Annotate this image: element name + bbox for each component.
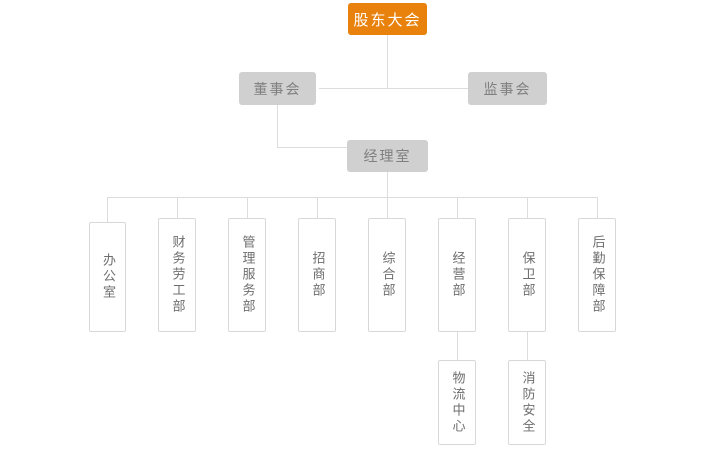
node-department-management-service[interactable]: 管理服务部 [228, 218, 266, 332]
node-department-general-affairs[interactable]: 综合部 [368, 218, 406, 332]
connector-drop-sub-2 [527, 332, 528, 360]
node-label: 招商部 [309, 251, 325, 299]
connector-drop-dept-1 [107, 197, 108, 222]
node-department-finance-labor[interactable]: 财务劳工部 [158, 218, 196, 332]
node-department-security-guard[interactable]: 保卫部 [508, 218, 546, 332]
node-department-operations[interactable]: 经营部 [438, 218, 476, 332]
node-label: 管理服务部 [239, 235, 255, 315]
connector-drop-dept-7 [527, 197, 528, 218]
node-label: 经营部 [449, 251, 465, 299]
node-manager-office[interactable]: 经理室 [347, 140, 428, 172]
node-label: 保卫部 [519, 251, 535, 299]
node-label: 股东大会 [353, 10, 422, 29]
node-label: 监事会 [483, 81, 532, 98]
node-label: 后勤保障部 [589, 235, 605, 315]
node-board-of-directors[interactable]: 董事会 [239, 72, 316, 105]
node-label: 财务劳工部 [169, 235, 185, 315]
node-department-logistics-support[interactable]: 后勤保障部 [578, 218, 616, 332]
connector-department-bus [107, 197, 597, 198]
connector-level2-bus [319, 88, 468, 89]
connector-manager-to-bus [387, 172, 388, 197]
connector-drop-dept-2 [177, 197, 178, 218]
connector-drop-dept-8 [597, 197, 598, 218]
connector-drop-sub-1 [457, 332, 458, 360]
node-label: 综合部 [379, 251, 395, 299]
connector-root-to-bus [387, 35, 388, 88]
node-label: 办公室 [100, 253, 115, 301]
node-subdepartment-logistics-center[interactable]: 物流中心 [438, 360, 476, 445]
node-label: 经理室 [363, 149, 412, 165]
node-label: 董事会 [253, 81, 302, 98]
node-label: 消防安全 [519, 370, 535, 435]
node-shareholders-meeting[interactable]: 股东大会 [348, 3, 427, 35]
connector-board-to-manager [277, 147, 347, 148]
node-subdepartment-fire-safety[interactable]: 消防安全 [508, 360, 546, 445]
node-department-investment[interactable]: 招商部 [298, 218, 336, 332]
connector-drop-dept-3 [247, 197, 248, 218]
connector-drop-dept-6 [457, 197, 458, 218]
node-label: 物流中心 [449, 370, 465, 435]
node-department-office[interactable]: 办公室 [89, 222, 126, 332]
connector-board-down [277, 105, 278, 148]
connector-drop-dept-5 [387, 197, 388, 218]
connector-drop-dept-4 [317, 197, 318, 218]
node-board-of-supervisors[interactable]: 监事会 [468, 72, 547, 105]
